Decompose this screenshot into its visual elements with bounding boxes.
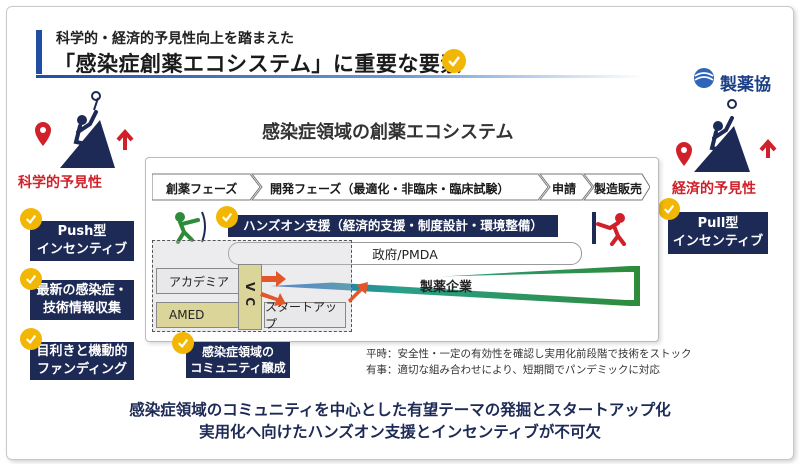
check-icon bbox=[20, 328, 42, 350]
latest-info-collection-box: 最新の感染症・ 技術情報収集 bbox=[30, 280, 134, 320]
pharma-arrow-bar bbox=[270, 266, 640, 306]
note-emergency: 有事：適切な組み合わせにより、短期間でパンデミックに対応 bbox=[366, 364, 660, 376]
check-icon bbox=[20, 208, 42, 230]
phase-chevrons bbox=[152, 173, 650, 201]
climber-illustration-right bbox=[676, 99, 777, 172]
amed-box: AMED bbox=[156, 302, 250, 328]
hands-on-support-box: ハンズオン支援（経済的支援・制度設計・環境整備） bbox=[228, 215, 558, 237]
logo-text: 製薬協 bbox=[720, 75, 771, 95]
check-icon bbox=[658, 198, 680, 220]
pharma-label: 製薬企業 bbox=[420, 280, 473, 295]
globe-logo-icon bbox=[694, 68, 714, 88]
phase-development: 開発フェーズ（最適化・非臨床・臨床試験） bbox=[270, 182, 510, 196]
header-accent-bar bbox=[36, 30, 42, 74]
phase-discovery: 創薬フェーズ bbox=[166, 182, 238, 196]
agile-funding-box: 目利きと機動的 ファンディング bbox=[30, 342, 134, 380]
ecosystem-title: 感染症領域の創薬エコシステム bbox=[262, 122, 514, 143]
economic-predictability-label: 経済的予見性 bbox=[672, 181, 756, 197]
bottom-message-line-1: 感染症領域のコミュニティを中心とした有望テーマの発掘とスタートアップ化 bbox=[129, 401, 671, 419]
community-building-box: 感染症領域の コミュニティ醸成 bbox=[186, 342, 290, 378]
header-title: 「感染症創薬エコシステム」に重要な要素 bbox=[54, 52, 462, 76]
phase-manufacturing-sales: 製造販売 bbox=[594, 182, 643, 196]
climber-illustration-left bbox=[35, 91, 134, 168]
phase-filing: 申請 bbox=[552, 182, 577, 196]
scientific-predictability-label: 科学的予見性 bbox=[18, 175, 102, 191]
flow-arrows bbox=[260, 271, 368, 306]
check-icon bbox=[442, 49, 466, 73]
check-icon bbox=[216, 206, 238, 228]
bottom-message-line-2: 実用化へ向けたハンズオン支援とインセンティブが不可欠 bbox=[199, 423, 601, 441]
pushing-figure-icon bbox=[592, 212, 626, 246]
check-icon bbox=[20, 268, 42, 290]
pull-incentive-box: Pull型 インセンティブ bbox=[668, 212, 768, 254]
header-underline bbox=[36, 75, 646, 78]
push-incentive-box: Push型 インセンティブ bbox=[30, 221, 134, 261]
note-peacetime: 平時：安全性・一定の有効性を確認し実用化前段階で技術をストック bbox=[366, 348, 692, 360]
pulling-figure-icon bbox=[175, 211, 206, 244]
header-subtitle: 科学的・経済的予見性向上を踏まえた bbox=[56, 31, 294, 47]
academia-box: アカデミア bbox=[156, 268, 250, 294]
vc-box: VC bbox=[238, 264, 262, 330]
check-icon bbox=[172, 332, 194, 354]
gov-pmda-bar: 政府/PMDA bbox=[228, 242, 582, 265]
